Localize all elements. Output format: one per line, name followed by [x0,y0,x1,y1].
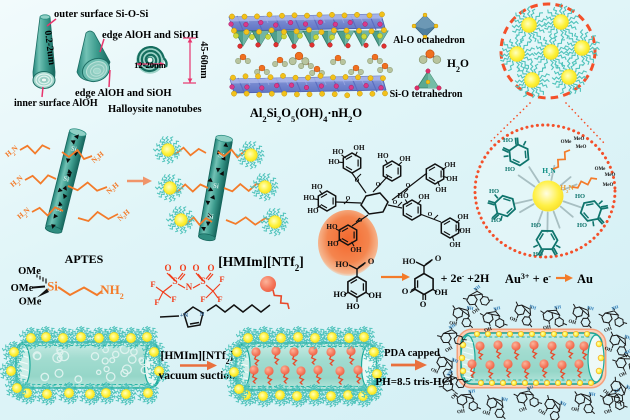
svg-text:OH: OH [418,193,430,201]
svg-text:vacuum suction: vacuum suction [159,370,237,382]
svg-text:Si: Si [218,151,225,160]
svg-text:[HMIm][NTf2]: [HMIm][NTf2] [218,254,303,273]
svg-text:HO: HO [307,207,319,215]
svg-text:O: O [402,286,409,296]
svg-text:O: O [179,263,186,273]
svg-text:HO: HO [326,223,338,231]
svg-text:HO: HO [505,166,515,173]
svg-text:OH: OH [449,241,461,249]
svg-text:+N: +N [180,312,189,319]
svg-text:S: S [200,277,205,287]
svg-text:[HMIm][NTf2]: [HMIm][NTf2] [161,350,234,366]
svg-text:NH2: NH2 [100,282,124,301]
svg-text:HO: HO [311,183,323,191]
svg-text:HO: HO [489,188,499,195]
svg-text:OMe: OMe [595,167,607,172]
svg-text:OH: OH [353,144,365,152]
svg-text:HO: HO [577,222,587,229]
svg-text:OH: OH [350,246,362,254]
svg-text:Au: Au [577,272,593,286]
svg-text:F: F [217,294,222,304]
svg-text:N: N [200,311,205,318]
svg-text:H2N: H2N [560,183,574,194]
svg-text:HO: HO [303,194,315,202]
svg-text:MeO: MeO [603,183,614,188]
svg-text:O: O [420,299,427,309]
svg-text:12-20nm: 12-20nm [134,60,166,70]
svg-text:O: O [435,253,442,263]
svg-text:F: F [219,274,224,284]
svg-text:OMe: OMe [18,266,41,277]
svg-text:outer surface Si-O-Si: outer surface Si-O-Si [54,9,148,20]
svg-text:OH: OH [368,290,382,300]
svg-text:O: O [393,200,398,206]
svg-text:Si: Si [62,174,70,183]
svg-text:Si-O tetrahedron: Si-O tetrahedron [390,89,463,100]
svg-text:OH: OH [444,161,456,169]
svg-text:O: O [358,218,363,224]
svg-text:Si: Si [207,212,214,221]
svg-text:OH: OH [434,287,448,297]
svg-text:F: F [150,279,155,289]
svg-text:HO: HO [327,240,339,248]
svg-text:O: O [376,182,381,188]
svg-text:OH: OH [459,227,471,235]
svg-text:inner surface AlOH: inner surface AlOH [14,98,98,109]
svg-text:APTES: APTES [65,252,104,266]
svg-text:OH: OH [435,186,447,194]
svg-text:MeO: MeO [576,145,587,150]
svg-text:PDA capped: PDA capped [384,348,440,359]
svg-text:Au3+ + e-: Au3+ + e- [505,272,551,287]
svg-text:HO: HO [332,148,344,156]
svg-text:HO: HO [503,137,513,144]
svg-text:edge AlOH and SiOH: edge AlOH and SiOH [75,88,172,99]
svg-text:HO: HO [377,152,389,160]
svg-text:HO: HO [335,259,349,269]
svg-text:Si: Si [47,279,58,294]
svg-text:OH: OH [446,175,458,183]
svg-text:HO: HO [346,301,360,311]
svg-text:O: O [346,196,351,202]
svg-text:Al-O octahedron: Al-O octahedron [393,35,465,46]
svg-text:O: O [207,263,214,273]
svg-text:Halloysite nanotubes: Halloysite nanotubes [108,104,202,115]
svg-text:O: O [428,212,433,218]
svg-text:OH: OH [399,155,411,163]
svg-text:F: F [154,297,159,307]
svg-text:HO: HO [491,217,501,224]
svg-text:F: F [200,294,205,304]
svg-text:H2N: H2N [542,166,556,177]
svg-text:Si: Si [212,182,219,191]
svg-text:O: O [164,263,171,273]
svg-text:PH=8.5 tris-HCl: PH=8.5 tris-HCl [375,376,452,388]
svg-text:HO: HO [397,192,409,200]
svg-text:H2O: H2O [447,58,469,74]
svg-text:OMe: OMe [11,283,34,294]
svg-text:HO: HO [531,222,541,229]
svg-text:MeO: MeO [574,137,585,142]
svg-text:N: N [186,282,193,292]
svg-text:0.2-2um: 0.2-2um [42,30,57,66]
svg-text:MeO: MeO [605,173,616,178]
svg-text:O: O [355,178,360,184]
svg-text:HO: HO [533,251,543,258]
svg-text:O: O [368,256,375,266]
svg-text:45-60nm: 45-60nm [198,41,209,79]
svg-text:S: S [172,277,177,287]
svg-text:HO: HO [575,193,585,200]
svg-text:Si: Si [70,144,78,153]
svg-text:O: O [406,183,411,189]
svg-text:OMe: OMe [19,297,42,308]
svg-text:OMe: OMe [561,140,573,145]
svg-text:OH: OH [457,213,469,221]
svg-text:HO: HO [402,256,416,266]
svg-text:F: F [171,294,176,304]
svg-text:edge AlOH and SiOH: edge AlOH and SiOH [102,30,199,41]
svg-text:HO: HO [328,158,340,166]
svg-text:O: O [192,263,199,273]
svg-text:+ 2e- +2H: + 2e- +2H [441,271,490,285]
svg-text:HO: HO [333,289,347,299]
